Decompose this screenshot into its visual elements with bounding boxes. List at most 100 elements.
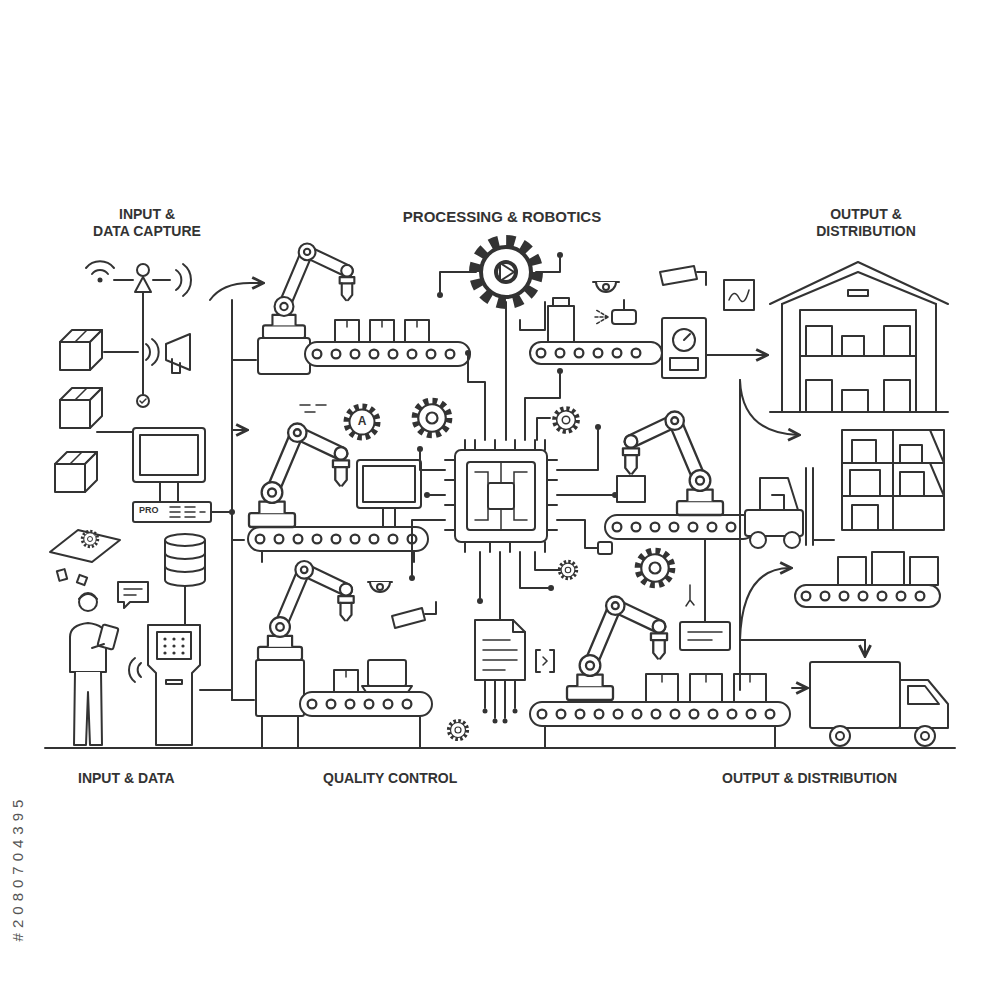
section-heading: INPUT & DATA CAPTURE <box>81 206 213 240</box>
warehouse <box>770 262 948 412</box>
control-gear <box>505 302 507 440</box>
warehouse <box>842 390 868 412</box>
robot-workstation <box>248 402 449 563</box>
inspection-line <box>623 300 625 310</box>
robot-workstation <box>357 460 421 508</box>
delivery-truck <box>810 662 900 728</box>
computer-terminal <box>133 428 205 482</box>
inspection-line <box>553 298 569 306</box>
delivery-truck <box>921 732 929 740</box>
report-document <box>543 657 547 665</box>
processor-chip <box>417 446 423 452</box>
inspection-line <box>594 310 608 324</box>
processor-chip <box>465 440 545 450</box>
user-pin-icon <box>142 292 144 394</box>
scanner-icon <box>172 359 180 373</box>
gear-card-icon <box>50 530 120 562</box>
control-gear <box>476 242 536 302</box>
section-label: OUTPUT & DISTRIBUTION <box>722 770 897 787</box>
robot-workstation <box>363 466 415 502</box>
processor-chip <box>555 409 578 432</box>
robot-station <box>258 338 310 374</box>
packing-line <box>662 674 750 682</box>
quality-station <box>392 608 425 628</box>
inspection-line <box>684 334 690 340</box>
quality-station <box>334 670 358 692</box>
forklift <box>760 478 798 510</box>
wifi-icon <box>92 270 108 274</box>
inspection-line <box>530 342 662 364</box>
processor-chip <box>547 460 557 530</box>
warehouse <box>842 336 864 356</box>
storage-rack <box>852 505 878 530</box>
forklift <box>784 532 800 548</box>
label-anchor: PRO <box>139 506 159 515</box>
label-anchor: INPUT & DATA <box>78 770 175 787</box>
packing-line <box>530 702 790 726</box>
quality-station <box>262 716 420 748</box>
inspection-line <box>603 284 609 290</box>
storage-rack <box>842 430 944 530</box>
quality-station <box>377 584 383 590</box>
processor-chip <box>455 450 547 542</box>
flow-lines <box>232 539 244 541</box>
section-heading: OUTPUT & DISTRIBUTION <box>802 206 930 240</box>
control-gear <box>437 292 443 298</box>
robot-workstation <box>248 527 428 551</box>
packing-line <box>530 702 790 726</box>
robot-workstation <box>347 407 377 437</box>
packing-line <box>545 726 775 748</box>
packing-line <box>530 597 790 749</box>
outbound-conveyor <box>806 591 929 602</box>
robot-station <box>305 342 470 366</box>
processor-chip <box>557 368 563 374</box>
pick-robot-station <box>686 585 694 606</box>
storage-rack <box>852 440 876 463</box>
pick-robot-station <box>617 522 743 533</box>
quality-station <box>425 602 436 614</box>
distribution-flow <box>740 640 865 655</box>
inspection-line <box>548 306 574 342</box>
quality-station <box>312 699 420 710</box>
robot-workstation <box>416 402 449 435</box>
robot-station <box>263 244 354 339</box>
processor-chip <box>412 520 445 575</box>
quality-station <box>256 561 436 748</box>
processor-chip <box>477 598 483 604</box>
warehouse <box>800 310 916 412</box>
processor-chip <box>557 494 612 496</box>
quality-station <box>312 701 420 708</box>
user-pin-icon <box>137 264 149 276</box>
robot-workstation <box>260 534 416 545</box>
robot-station <box>258 244 470 375</box>
worker-figure <box>118 582 148 608</box>
wifi-icon <box>176 270 181 290</box>
robot-workstation <box>260 536 416 543</box>
processor-chip <box>595 424 601 430</box>
warehouse <box>770 304 948 412</box>
flow-lines <box>210 283 262 300</box>
outbound-conveyor <box>806 593 929 600</box>
computer-terminal <box>211 511 232 513</box>
report-document <box>513 620 525 632</box>
inspection-line <box>673 329 695 351</box>
pick-robot-station <box>617 524 743 531</box>
storage-rack <box>850 470 880 496</box>
control-gear <box>500 263 514 281</box>
inspection-line <box>612 310 636 324</box>
worker-figure <box>79 594 97 599</box>
inspection-line <box>724 280 754 310</box>
database-icon <box>184 586 186 625</box>
outbound-conveyor <box>795 552 940 607</box>
cardboard-box <box>60 388 102 428</box>
pick-robot-station <box>704 540 706 622</box>
label-anchor: QUALITY CONTROL <box>323 770 457 787</box>
kiosk-terminal <box>200 689 232 691</box>
inspection-line <box>662 318 706 378</box>
kiosk-terminal <box>163 651 166 654</box>
kiosk-terminal <box>181 644 184 647</box>
inspection-line <box>541 348 651 359</box>
report-document <box>503 719 508 724</box>
kiosk-terminal <box>148 625 200 745</box>
